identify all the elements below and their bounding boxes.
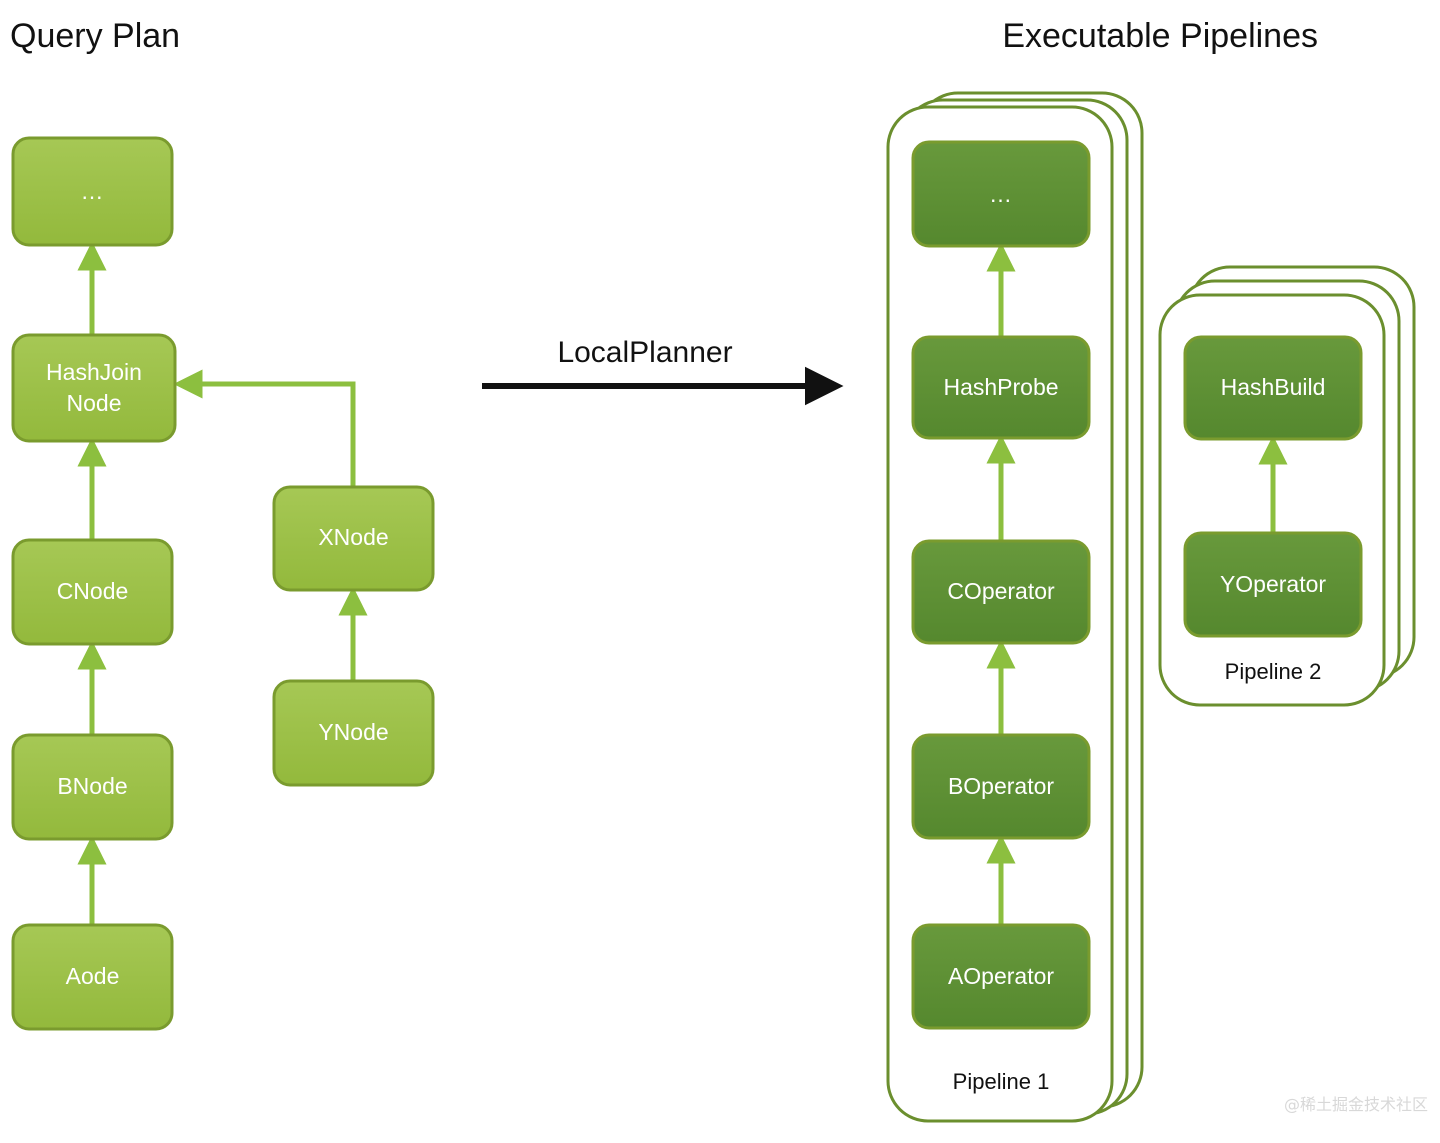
pipeline-1-group[interactable]: … HashProbe COperator BOperator AOperato… bbox=[886, 91, 1144, 1123]
operator-node-coperator[interactable]: COperator bbox=[911, 539, 1091, 645]
pipeline-2-group[interactable]: HashBuild YOperator Pipeline 2 bbox=[1158, 265, 1416, 707]
operator-node-hashbuild[interactable]: HashBuild bbox=[1183, 335, 1363, 441]
operator-node-yoperator[interactable]: YOperator bbox=[1183, 531, 1363, 638]
plan-node-bnode-box bbox=[11, 733, 174, 841]
operator-node-ellipsis[interactable]: … bbox=[911, 140, 1091, 248]
plan-node-hashjoin-box bbox=[11, 333, 177, 443]
query-plan-connectors bbox=[77, 241, 368, 925]
operator-node-aoperator[interactable]: AOperator bbox=[911, 923, 1091, 1030]
operator-node-aoperator-box bbox=[911, 923, 1091, 1030]
operator-node-boperator-label: BOperator bbox=[948, 773, 1054, 799]
watermark: @稀土掘金技术社区 bbox=[1284, 1095, 1428, 1114]
operator-node-yoperator-box bbox=[1183, 531, 1363, 638]
plan-node-bnode[interactable]: BNode bbox=[11, 733, 174, 841]
plan-node-aode-box bbox=[11, 923, 174, 1031]
operator-node-boperator[interactable]: BOperator bbox=[911, 733, 1091, 840]
plan-node-bnode-label: BNode bbox=[57, 773, 127, 799]
plan-node-ynode-label: YNode bbox=[318, 719, 388, 745]
operator-node-ellipsis-label: … bbox=[989, 181, 1013, 207]
operator-node-ellipsis-box bbox=[911, 140, 1091, 248]
plan-node-hashjoin[interactable]: HashJoin Node bbox=[11, 333, 177, 443]
operator-node-coperator-label: COperator bbox=[947, 578, 1055, 604]
operator-node-hashbuild-label: HashBuild bbox=[1221, 374, 1326, 400]
transform-label: LocalPlanner bbox=[557, 336, 732, 369]
plan-node-ynode[interactable]: YNode bbox=[272, 679, 435, 787]
plan-node-cnode-box bbox=[11, 538, 174, 646]
operator-node-coperator-box bbox=[911, 539, 1091, 645]
operator-node-hashprobe-label: HashProbe bbox=[943, 374, 1058, 400]
operator-node-hashprobe[interactable]: HashProbe bbox=[911, 335, 1091, 440]
plan-node-ellipsis-label: … bbox=[81, 178, 105, 204]
pipeline-1-caption: Pipeline 1 bbox=[953, 1069, 1050, 1094]
plan-node-hashjoin-label-line2: Node bbox=[67, 390, 122, 416]
plan-node-aode-label: Aode bbox=[66, 963, 120, 989]
plan-node-cnode[interactable]: CNode bbox=[11, 538, 174, 646]
pipeline-2-caption: Pipeline 2 bbox=[1225, 659, 1322, 684]
operator-node-boperator-box bbox=[911, 733, 1091, 840]
page-title-query-plan: Query Plan bbox=[10, 17, 180, 55]
operator-node-yoperator-label: YOperator bbox=[1220, 571, 1326, 597]
operator-node-hashprobe-box bbox=[911, 335, 1091, 440]
operator-node-aoperator-label: AOperator bbox=[948, 963, 1054, 989]
plan-node-xnode-label: XNode bbox=[318, 524, 388, 550]
local-planner-transform: LocalPlanner bbox=[482, 336, 844, 406]
plan-node-cnode-label: CNode bbox=[57, 578, 129, 604]
plan-node-ellipsis-box bbox=[11, 136, 174, 247]
plan-node-hashjoin-label-line1: HashJoin bbox=[46, 359, 142, 385]
plan-node-xnode-box bbox=[272, 485, 435, 592]
edge-xnode-to-hashjoin-node bbox=[173, 369, 356, 487]
page-title-executable-pipelines: Executable Pipelines bbox=[1002, 17, 1318, 55]
plan-node-ynode-box bbox=[272, 679, 435, 787]
query-plan-group: … HashJoin Node CNode BNode Aode bbox=[11, 136, 435, 1031]
operator-node-hashbuild-box bbox=[1183, 335, 1363, 441]
plan-node-xnode[interactable]: XNode bbox=[272, 485, 435, 592]
plan-node-ellipsis[interactable]: … bbox=[11, 136, 174, 247]
plan-node-aode[interactable]: Aode bbox=[11, 923, 174, 1031]
